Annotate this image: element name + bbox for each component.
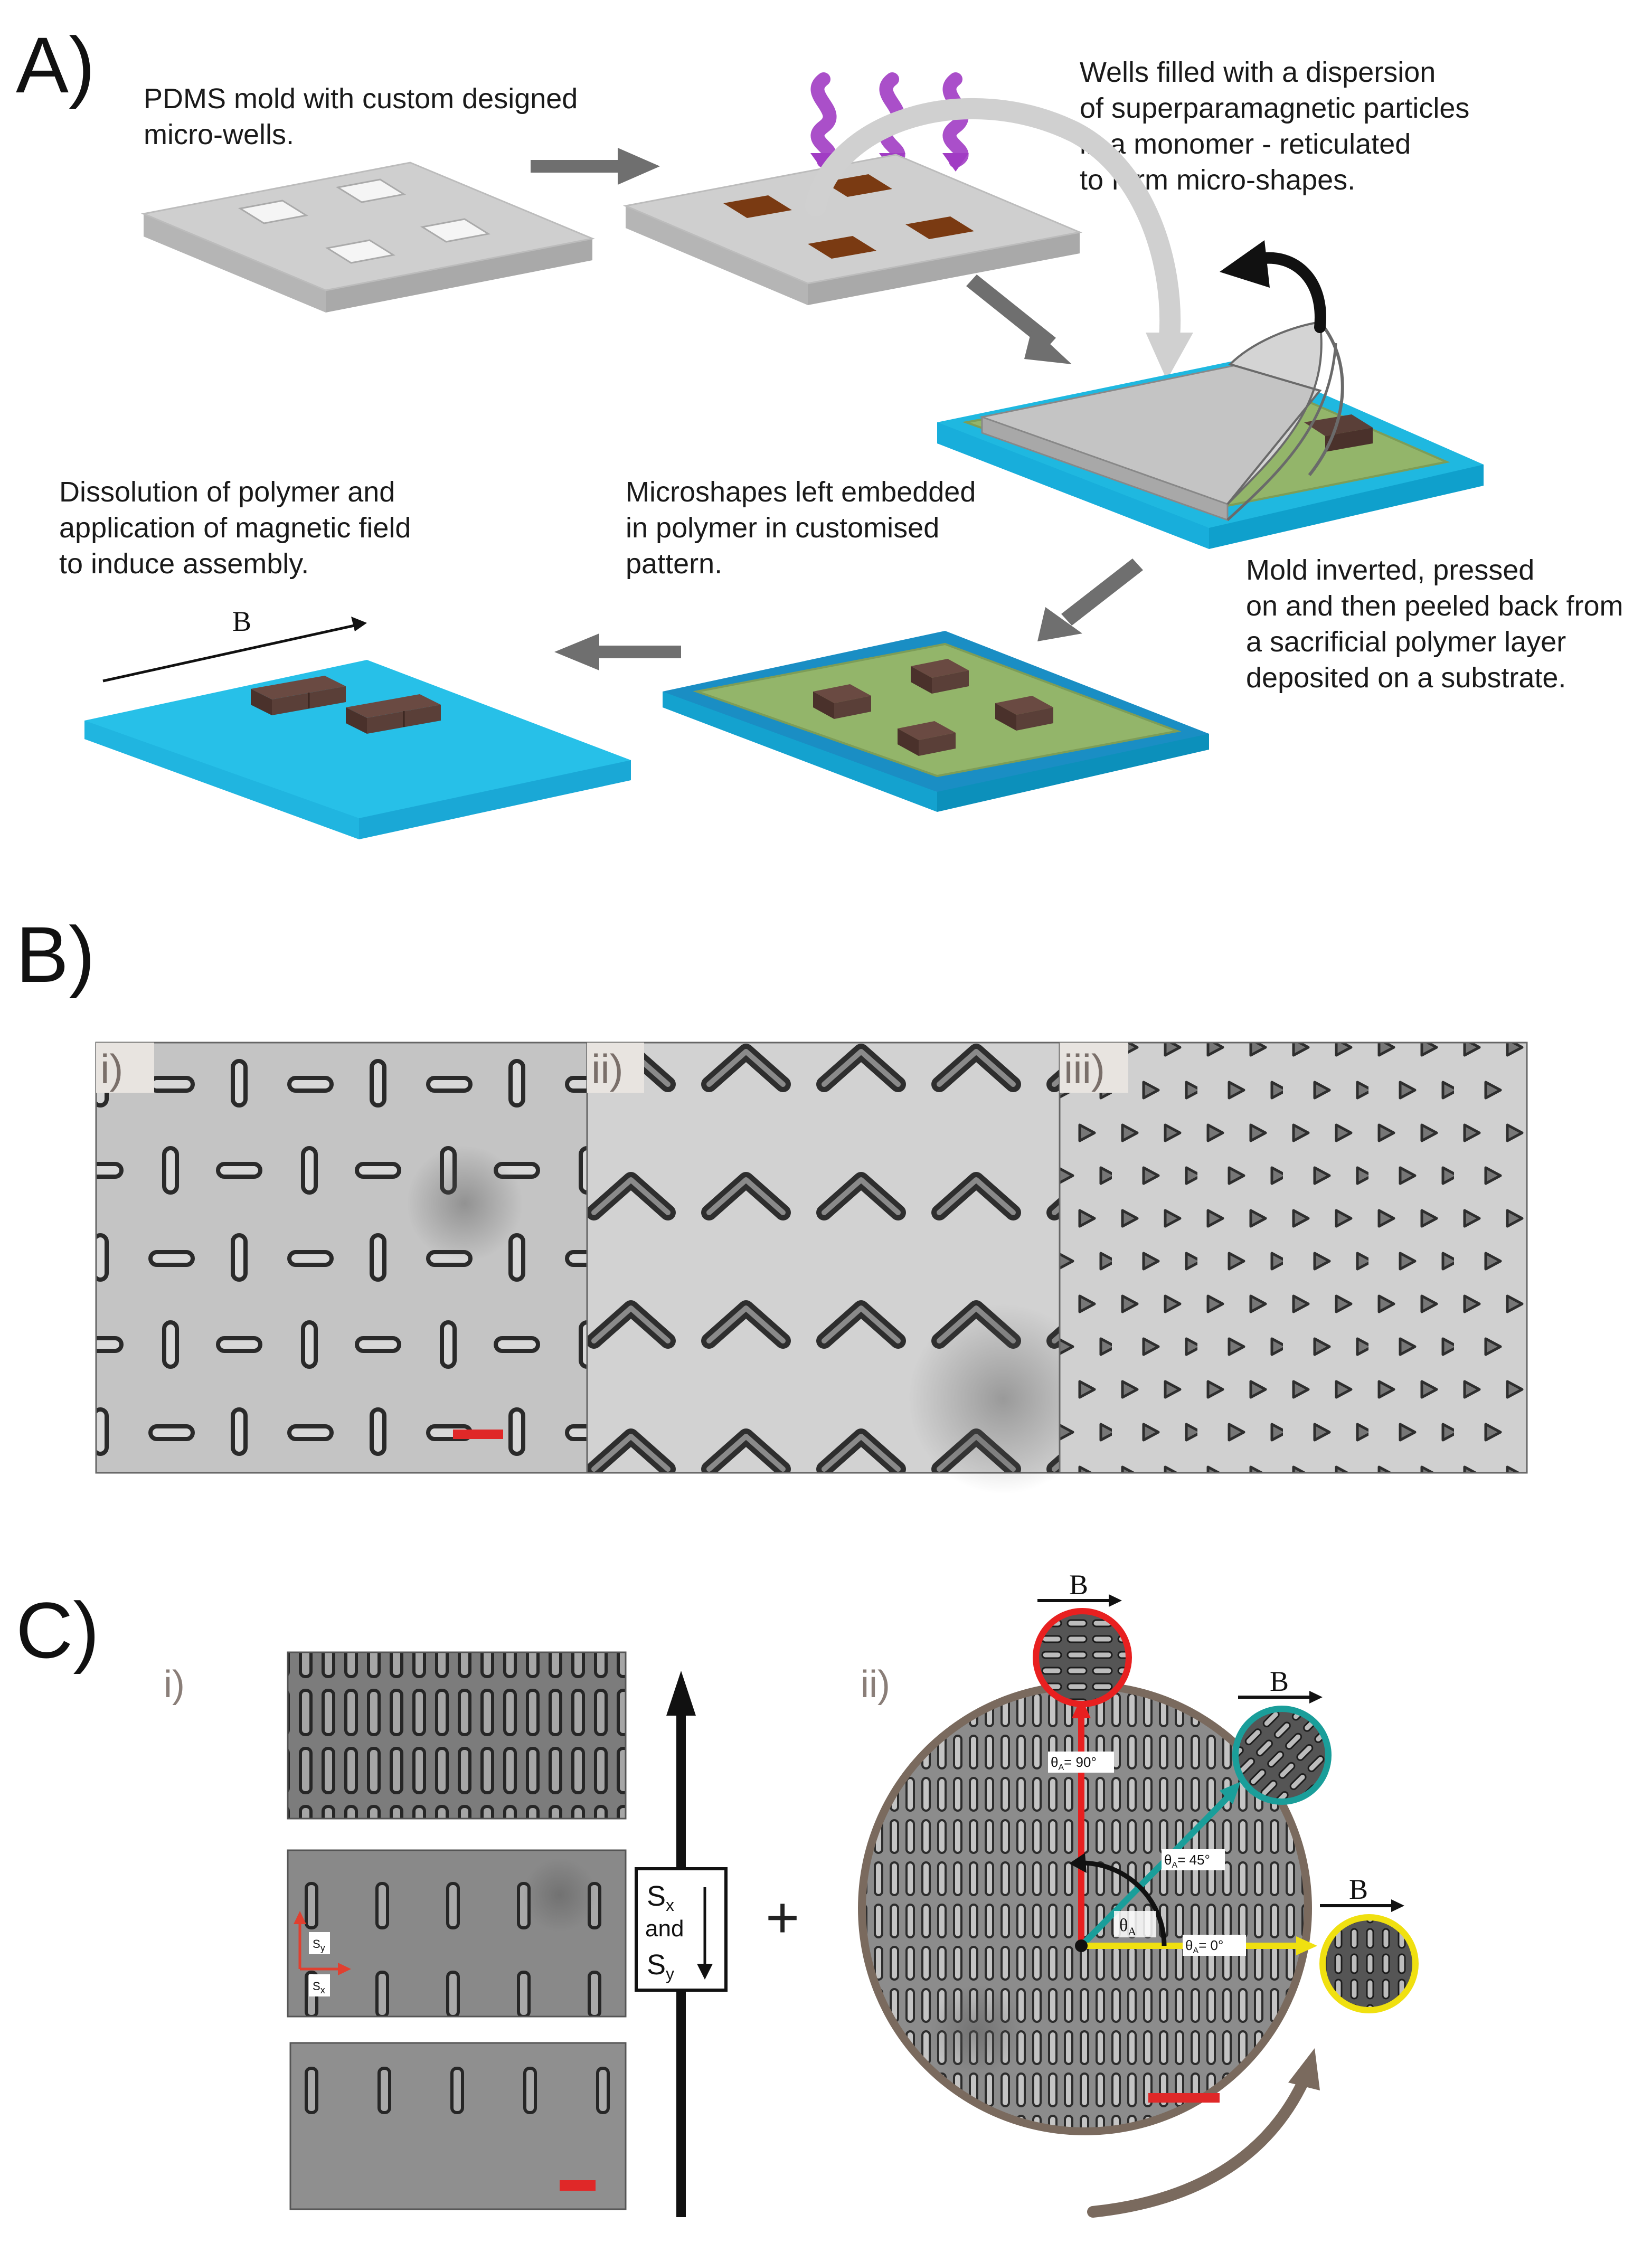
filled-well (723, 195, 792, 218)
spacing-indicator: Sy Sx (294, 1911, 351, 1996)
rotation-arrow (1087, 2048, 1320, 2218)
micrograph-rods: i) (95, 1042, 588, 1474)
micro-well (420, 218, 491, 243)
step4-line-1: Microshapes left embedded (626, 476, 976, 508)
assembled-dimer (251, 676, 346, 715)
peel-arrow (1220, 240, 1326, 333)
step1-caption: PDMS mold with custom designed micro-wel… (144, 83, 586, 150)
sy-box-label: Sy (647, 1949, 674, 1983)
magnetic-field-label: B (232, 605, 251, 637)
step5-line-3: to induce assembly. (59, 548, 309, 580)
step3-line-1: Mold inverted, pressed (1246, 554, 1534, 586)
inset-0-field-label: B (1349, 1873, 1368, 1905)
angle-label-90: θA= 90° (1048, 1752, 1114, 1773)
inset-90-degrees: B (1033, 1569, 1132, 1707)
plus-sign: + (766, 1885, 799, 1950)
process-arrow (966, 275, 1072, 364)
spacing-micrograph-sparse (289, 2042, 627, 2210)
panel-b-label: B) (16, 910, 95, 999)
micro-well (238, 200, 309, 224)
step4-line-3: pattern. (626, 548, 722, 580)
assembly-substrate (84, 660, 631, 839)
pdms-mold-plate (140, 162, 596, 313)
inset-45-degrees: B (1232, 1665, 1332, 1805)
filled-well (905, 216, 974, 239)
panel-b-ii-label: ii) (591, 1046, 624, 1092)
filled-mold-plate (622, 154, 1083, 305)
svg-text:θA= 45°: θA= 45° (1164, 1852, 1210, 1870)
embedded-particle (1325, 428, 1373, 452)
step3-line-2: on and then peeled back from (1246, 590, 1623, 622)
spacing-micrograph-dense (287, 1651, 627, 1820)
step3-caption: Mold inverted, pressed on and then peele… (1246, 554, 1631, 694)
micro-well (335, 178, 407, 203)
and-label: and (645, 1916, 684, 1942)
rotating-disc (858, 1681, 1312, 2135)
embedded-particle (1304, 414, 1373, 436)
embedded-pattern-substrate (663, 631, 1209, 812)
sx-box-label: Sx (647, 1880, 674, 1915)
scale-bar (453, 1430, 503, 1439)
step2-line-3: in a monomer - reticulated (1080, 128, 1411, 160)
scale-bar (1148, 2093, 1220, 2103)
panel-c-i-label: i) (164, 1663, 185, 1706)
step4-caption: Microshapes left embedded in polymer in … (626, 476, 984, 580)
sy-label: Sy (313, 1937, 325, 1953)
step1-line-2: micro-wells. (144, 119, 294, 150)
svg-text:θA= 90°: θA= 90° (1051, 1754, 1097, 1772)
angle-label-45: θA= 45° (1162, 1849, 1225, 1870)
inset-45-field-label: B (1270, 1665, 1289, 1697)
panel-a-label: A) (16, 21, 95, 109)
inset-90-field-label: B (1069, 1569, 1088, 1601)
inset-0-degrees: B (1319, 1873, 1419, 2013)
magnetic-field-arrow (102, 617, 367, 683)
step2-line-1: Wells filled with a dispersion (1080, 56, 1436, 88)
pivot-point (1075, 1939, 1088, 1952)
process-arrow (531, 148, 660, 185)
step4-line-2: in polymer in customised (626, 512, 939, 544)
filled-well (808, 236, 876, 259)
step2-caption: Wells filled with a dispersion of superp… (1080, 56, 1477, 196)
micrograph-triangles: iii) (1059, 1042, 1528, 1474)
particle-block (995, 696, 1053, 731)
particle-block (898, 721, 956, 756)
angle-label-0: θA= 0° (1183, 1935, 1246, 1956)
step5-line-2: application of magnetic field (59, 512, 411, 544)
step5-line-1: Dissolution of polymer and (59, 476, 395, 508)
step2-line-2: of superparamagnetic particles (1080, 92, 1469, 124)
angle-arc (1069, 1853, 1167, 1946)
panel-c-label: C) (16, 1586, 99, 1674)
step3-line-4: deposited on a substrate. (1246, 662, 1566, 694)
panel-b-i-label: i) (100, 1046, 123, 1092)
particle-block (813, 684, 871, 719)
sx-label: Sx (313, 1980, 325, 1995)
step1-line-1: PDMS mold with custom designed (144, 83, 578, 115)
micrograph-chevrons: ii) (586, 1042, 1098, 1494)
particle-block (911, 659, 969, 694)
assembled-dimer (346, 694, 441, 734)
step5-caption: Dissolution of polymer and application o… (59, 476, 419, 580)
filled-well (824, 174, 892, 197)
spacing-increase-arrow: Sx and Sy (635, 1671, 728, 2217)
spacing-micrograph-medium: Sy Sx (287, 1849, 627, 2018)
theta-a-label: θA (1119, 1916, 1136, 1938)
invert-arrow (805, 98, 1193, 380)
svg-text:θA= 0°: θA= 0° (1185, 1937, 1223, 1955)
substrate-with-mold (937, 320, 1484, 549)
panel-b-iii-label: iii) (1064, 1046, 1105, 1092)
scale-bar (560, 2180, 596, 2191)
micro-well (325, 239, 396, 264)
step3-line-3: a sacrificial polymer layer (1246, 626, 1566, 658)
process-arrow (1037, 559, 1143, 641)
panel-c-ii-label: ii) (861, 1663, 890, 1706)
angle-arrow-45 (1079, 1782, 1241, 1948)
process-arrow (554, 633, 681, 670)
